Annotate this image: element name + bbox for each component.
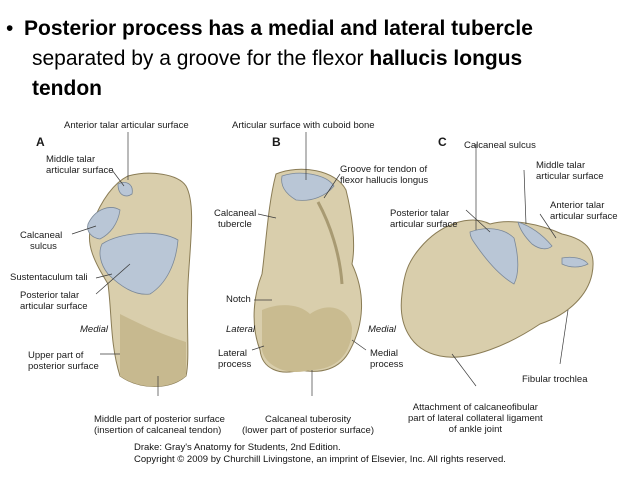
label-line: Calcaneal [20, 230, 63, 241]
label-line: Middle talar [46, 154, 96, 165]
panel-label-a: A [36, 135, 45, 149]
bullet-text-line3: tendon [32, 77, 102, 100]
bullet-line-1: • Posterior process has a medial and late… [6, 14, 632, 44]
label-articular-cuboid: Articular surface with cuboid bone [232, 120, 375, 131]
bone-b [253, 168, 362, 373]
label-anterior-talar-a: Anterior talar articular surface [64, 120, 189, 131]
label-line: Upper part of [28, 350, 84, 361]
label-sustentaculum: Sustentaculum tali [10, 272, 88, 283]
bullet-dot: • [6, 17, 14, 40]
bullet-point: • Posterior process has a medial and late… [6, 14, 632, 104]
label-middle-talar-a: Middle talar articular surface [46, 154, 114, 176]
figure-credit-line1: Drake: Gray's Anatomy for Students, 2nd … [134, 442, 341, 453]
label-medial-a: Medial [80, 324, 108, 335]
label-line: (lower part of posterior surface) [242, 425, 374, 436]
label-line: Groove for tendon of [340, 164, 428, 175]
label-lateral-b: Lateral [226, 324, 256, 335]
bullet-text-line2-normal: separated by a groove for the flexor [32, 47, 370, 70]
label-line: of ankle joint [448, 424, 502, 435]
label-line: Medial [370, 348, 398, 359]
label-line: (insertion of calcaneal tendon) [94, 425, 222, 436]
label-line: Calcaneal [214, 208, 257, 219]
panel-label-b: B [272, 135, 281, 149]
label-groove-fhl: Groove for tendon of flexor hallucis lon… [340, 164, 428, 186]
label-line: Calcaneal tuberosity [264, 414, 352, 425]
label-line: Lateral [218, 348, 248, 359]
label-line: part of lateral collateral ligament [408, 413, 543, 424]
label-line: articular surface [46, 165, 114, 176]
bullet-text-line2-bold: hallucis longus [369, 47, 523, 70]
label-upper-part: Upper part of posterior surface [28, 350, 99, 372]
label-calcaneal-sulcus-c: Calcaneal sulcus [464, 140, 536, 151]
label-line: process [370, 359, 404, 370]
label-posterior-talar-c: Posterior talar articular surface [390, 208, 458, 230]
figure-credit-line2: Copyright © 2009 by Churchill Livingston… [134, 454, 506, 465]
label-line: articular surface [536, 171, 604, 182]
label-line: articular surface [390, 219, 458, 230]
bullet-text-line1: Posterior process has a medial and later… [24, 17, 533, 40]
calcaneus-figure: A B C Anterior talar articular surface M… [0, 114, 638, 478]
label-middle-talar-c: Middle talar articular surface [536, 160, 604, 182]
label-attachment: Attachment of calcaneofibular part of la… [408, 402, 543, 435]
label-line: sulcus [30, 241, 57, 252]
label-line: Posterior talar [20, 290, 80, 301]
label-line: articular surface [550, 211, 618, 222]
label-anterior-talar-c: Anterior talar articular surface [550, 200, 618, 222]
label-line: Middle part of posterior surface [94, 414, 225, 425]
panel-label-c: C [438, 135, 447, 149]
label-line: posterior surface [28, 361, 99, 372]
label-calcaneal-tuberosity: Calcaneal tuberosity (lower part of post… [242, 414, 374, 436]
label-line: Posterior talar [390, 208, 450, 219]
label-fibular-trochlea: Fibular trochlea [522, 374, 588, 385]
label-medial-process: Medial process [370, 348, 403, 370]
label-lateral-process: Lateral process [218, 348, 251, 370]
label-line: flexor hallucis longus [340, 175, 429, 186]
label-calcaneal-sulcus-a: Calcaneal sulcus [20, 230, 62, 252]
label-line: Middle talar [536, 160, 586, 171]
bullet-line-2: separated by a groove for the flexor hal… [6, 44, 632, 74]
label-calcaneal-tubercle: Calcaneal tubercle [214, 208, 256, 230]
label-line: tubercle [218, 219, 252, 230]
label-line: Anterior talar [550, 200, 605, 211]
label-notch: Notch [226, 294, 251, 305]
label-middle-part: Middle part of posterior surface (insert… [94, 414, 225, 436]
label-line: process [218, 359, 252, 370]
bone-a [87, 172, 193, 387]
label-line: Attachment of calcaneofibular [412, 402, 538, 413]
label-posterior-talar-a: Posterior talar articular surface [20, 290, 88, 312]
calcaneus-illustration [71, 132, 594, 396]
leader-lines [71, 132, 569, 396]
label-line: articular surface [20, 301, 88, 312]
bullet-line-3: tendon [6, 74, 632, 104]
bone-c [400, 219, 594, 358]
label-medial-b: Medial [368, 324, 396, 335]
